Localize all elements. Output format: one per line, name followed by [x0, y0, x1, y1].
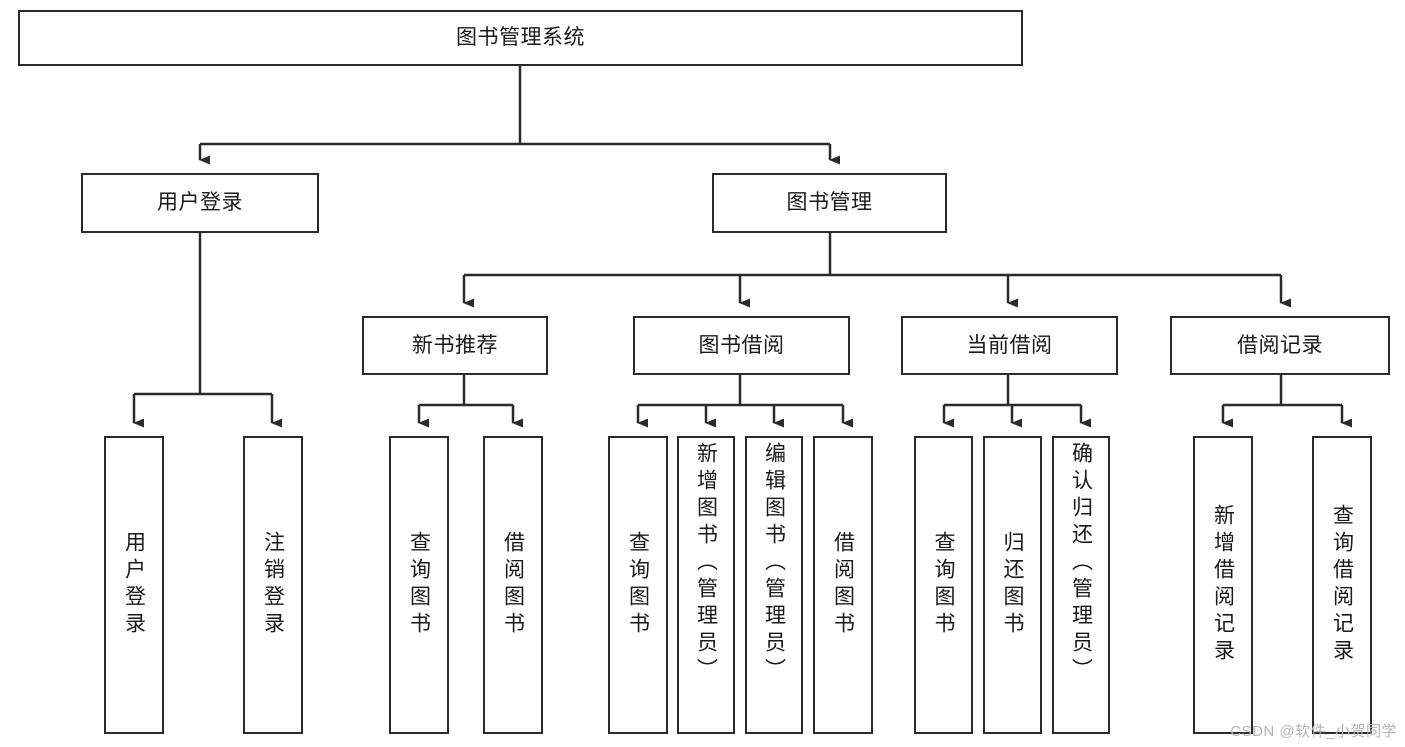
leaf-add-book-admin-label: 新增图书（管理员）	[694, 442, 718, 685]
leaf-borrow-book[interactable]: 借阅图书	[813, 436, 873, 734]
node-book-management[interactable]: 图书管理	[712, 173, 947, 233]
leaf-query-book-current-label: 查询图书	[932, 531, 955, 639]
edge-group-book-management	[462, 233, 1291, 308]
leaf-query-book-current[interactable]: 查询图书	[914, 436, 973, 734]
leaf-add-borrow-record-label: 新增借阅记录	[1211, 504, 1235, 666]
leaf-query-book-borrow-label: 查询图书	[626, 531, 650, 639]
node-book-borrow[interactable]: 图书借阅	[633, 316, 850, 375]
edge-group-current-borrow	[942, 375, 1091, 428]
leaf-borrow-book-newbook-label: 借阅图书	[501, 531, 525, 639]
node-book-management-label: 图书管理	[786, 191, 873, 215]
edge-group-root	[198, 66, 840, 165]
node-root-label: 图书管理系统	[456, 26, 585, 50]
edge-group-user-login	[132, 233, 282, 428]
leaf-return-book-label: 归还图书	[1001, 531, 1024, 639]
leaf-query-book-newbook[interactable]: 查询图书	[389, 436, 449, 734]
leaf-add-book-admin[interactable]: 新增图书（管理员）	[677, 436, 735, 734]
node-user-login-label: 用户登录	[157, 191, 243, 215]
leaf-query-borrow-record-label: 查询借阅记录	[1330, 504, 1354, 666]
node-new-book-recommend[interactable]: 新书推荐	[362, 316, 548, 375]
leaf-confirm-return-admin[interactable]: 确认归还（管理员）	[1052, 436, 1110, 734]
leaf-confirm-return-admin-label: 确认归还（管理员）	[1069, 442, 1093, 685]
node-root[interactable]: 图书管理系统	[18, 10, 1023, 66]
node-book-borrow-label: 图书借阅	[698, 333, 785, 357]
edge-group-borrow-record	[1221, 375, 1352, 428]
leaf-add-borrow-record[interactable]: 新增借阅记录	[1193, 436, 1253, 734]
node-borrow-record[interactable]: 借阅记录	[1170, 316, 1390, 375]
leaf-query-borrow-record[interactable]: 查询借阅记录	[1312, 436, 1372, 734]
node-borrow-record-label: 借阅记录	[1237, 333, 1323, 357]
leaf-edit-book-admin[interactable]: 编辑图书（管理员）	[745, 436, 803, 734]
node-current-borrow[interactable]: 当前借阅	[901, 316, 1118, 375]
edge-group-borrow	[636, 375, 853, 428]
leaf-borrow-book-label: 借阅图书	[831, 531, 855, 639]
leaf-edit-book-admin-label: 编辑图书（管理员）	[762, 442, 786, 685]
leaf-user-login[interactable]: 用户登录	[104, 436, 164, 734]
leaf-borrow-book-newbook[interactable]: 借阅图书	[483, 436, 543, 734]
leaf-logout[interactable]: 注销登录	[243, 436, 303, 734]
node-user-login[interactable]: 用户登录	[81, 173, 319, 233]
leaf-user-login-label: 用户登录	[122, 531, 146, 639]
leaf-query-book-newbook-label: 查询图书	[407, 531, 431, 639]
leaf-return-book[interactable]: 归还图书	[983, 436, 1042, 734]
edge-group-new-book	[417, 375, 523, 428]
leaf-query-book-borrow[interactable]: 查询图书	[608, 436, 668, 734]
node-current-borrow-label: 当前借阅	[966, 333, 1053, 357]
leaf-logout-label: 注销登录	[261, 531, 285, 639]
node-new-book-recommend-label: 新书推荐	[412, 333, 498, 357]
